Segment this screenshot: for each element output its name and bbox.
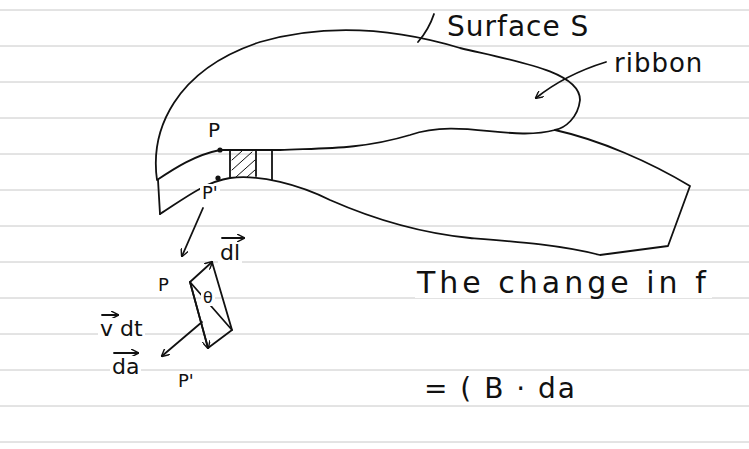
handwritten-label: Surface S [445,13,591,41]
handwritten-label: The change in f [415,268,712,298]
handwritten-label: dl [218,242,242,264]
handwritten-label: v dt [98,318,145,340]
handwritten-label: θ [201,290,215,306]
handwritten-label: P [206,120,222,140]
handwritten-label: = ( B · da [422,375,579,403]
ruled-lines [0,10,749,442]
handwritten-label: P' [200,184,220,202]
handwritten-label: ribbon [612,50,705,76]
handwritten-label: P' [176,372,196,390]
handwritten-label: P [156,276,171,294]
handwritten-label: da [110,356,141,378]
